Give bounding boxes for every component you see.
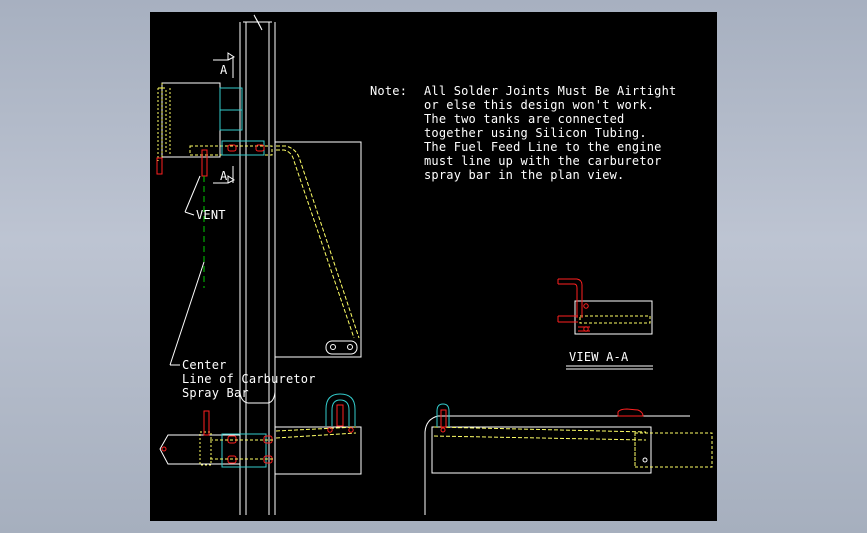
drawing-note: Note: All Solder Joints Must Be Airtight… bbox=[370, 84, 676, 182]
note-line-7: spray bar in the plan view. bbox=[424, 168, 624, 182]
note-line-5: The Fuel Feed Line to the engine bbox=[424, 140, 662, 154]
section-markers bbox=[213, 52, 235, 184]
plan-view-right bbox=[424, 403, 713, 515]
note-line-1: All Solder Joints Must Be Airtight bbox=[424, 84, 676, 98]
view-a-a bbox=[557, 278, 653, 370]
vent-leader bbox=[184, 175, 201, 216]
view-title: VIEW A-A bbox=[569, 350, 629, 364]
section-marker-bottom: A bbox=[220, 169, 228, 183]
side-tank bbox=[156, 82, 243, 175]
note-line-3: The two tanks are connected bbox=[424, 112, 624, 126]
center-line-label-3: Spray Bar bbox=[182, 386, 249, 400]
section-marker-top: A bbox=[220, 63, 228, 77]
note-line-6: must line up with the carburetor bbox=[424, 154, 662, 168]
plan-view-left bbox=[159, 393, 362, 475]
center-line-leader bbox=[169, 261, 205, 366]
main-tank-elevation bbox=[274, 141, 362, 358]
center-line-label-1: Center bbox=[182, 358, 227, 372]
drawing-canvas bbox=[150, 12, 717, 521]
center-line-label-2: Line of Carburetor bbox=[182, 372, 316, 386]
vent-label: VENT bbox=[196, 208, 226, 222]
note-line-4: together using Silicon Tubing. bbox=[424, 126, 647, 140]
feed-tube bbox=[189, 140, 273, 288]
note-line-2: or else this design won't work. bbox=[424, 98, 654, 112]
note-heading: Note: bbox=[370, 84, 407, 98]
